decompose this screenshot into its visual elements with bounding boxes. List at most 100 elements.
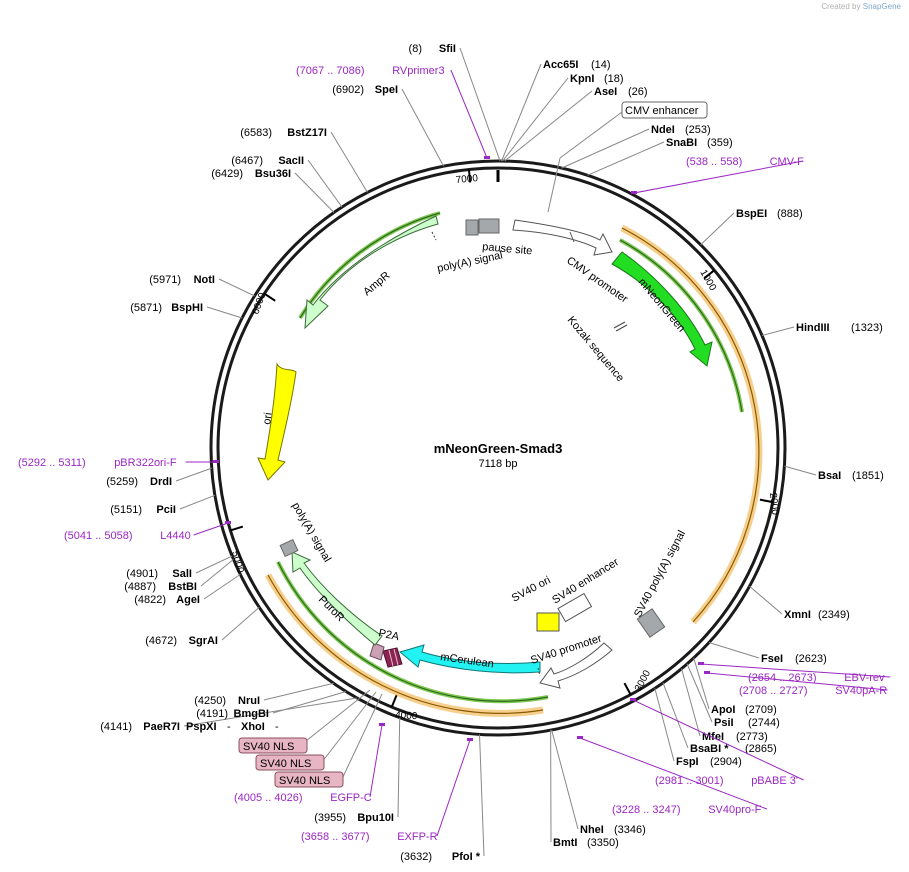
tick-label: 5000 xyxy=(229,550,245,575)
enzyme-position: (5871) xyxy=(130,302,162,314)
orf-arc-ampr-line xyxy=(299,212,441,319)
primer-name: EGFP-C xyxy=(330,792,372,804)
enzyme-name: XhoI xyxy=(241,721,265,733)
pause-site-label: pause site xyxy=(482,241,533,257)
enzyme-leader xyxy=(401,88,445,167)
enzyme-name: HindIII xyxy=(796,322,830,334)
feature-p2a-stripe-1 xyxy=(388,649,394,667)
enzyme-leader xyxy=(504,90,593,162)
enzyme-position: (26) xyxy=(628,86,648,98)
tick-mark xyxy=(759,498,773,504)
tick-mark xyxy=(703,269,715,280)
primer-site-mark xyxy=(213,460,219,463)
enzyme-position: (2623) xyxy=(795,653,827,665)
enzyme-name: NdeI xyxy=(651,124,675,136)
enzyme-leader xyxy=(183,697,358,727)
feature-ori xyxy=(257,362,297,481)
enzyme-position: (4822) xyxy=(134,594,166,606)
feature-sv40-polya xyxy=(636,608,666,638)
restriction-sites: SfiI(8)Acc65I(14)KpnI(18)AseI(26)NdeI(25… xyxy=(100,43,884,863)
credit-prefix: Created by xyxy=(821,2,861,11)
enzyme-leader xyxy=(272,691,347,714)
enzyme-position: (6429) xyxy=(211,168,243,180)
enzyme-position: (4141) xyxy=(100,721,132,733)
enzyme-name: BstZ17I xyxy=(287,127,327,139)
tick-mark xyxy=(467,169,472,183)
tick-mark xyxy=(230,525,244,532)
enzyme-name: Bpu10I xyxy=(357,812,394,824)
enzyme-leader xyxy=(206,306,243,319)
enzyme-name: AgeI xyxy=(176,594,200,606)
feature-p2a-stripe-2 xyxy=(393,648,399,666)
primer-sites: (7067 .. 7086)RVprimer3(538 .. 558)CMV-F… xyxy=(18,65,891,843)
enzyme-leader xyxy=(561,128,650,169)
enzyme-position: (4672) xyxy=(145,635,177,647)
enzyme-name: KpnI xyxy=(570,73,594,85)
enzyme-leader xyxy=(330,131,368,193)
enzyme-position: (14) xyxy=(591,59,611,71)
sv40-polya-label: SV40 poly(A) signal xyxy=(632,528,688,619)
enzyme-name: FspI xyxy=(676,756,699,768)
primer-site-mark xyxy=(704,671,710,674)
primer-range: (2981 .. 3001) xyxy=(655,775,724,787)
primer-leader xyxy=(706,672,888,691)
enzyme-name: PsiI xyxy=(714,717,734,729)
enzyme-leader xyxy=(221,606,260,641)
enzyme-position: (2904) xyxy=(710,756,742,768)
enzyme-leader xyxy=(551,729,579,830)
feature-sv40-ori xyxy=(536,612,560,632)
enzyme-position: (1851) xyxy=(852,470,884,482)
sv40-nls-box-2 xyxy=(255,754,325,771)
enzyme-name: PfoI * xyxy=(452,851,481,863)
enzyme-position: (5259) xyxy=(106,476,138,488)
enzyme-position: (1323) xyxy=(851,322,883,334)
enzyme-leader xyxy=(708,642,760,659)
enzyme-name: AseI xyxy=(594,86,617,98)
enzyme-position: (3346) xyxy=(614,824,646,836)
feature-ampr-dots xyxy=(431,231,437,241)
enzyme-position: (6467) xyxy=(231,155,263,167)
enzyme-name: NotI xyxy=(194,274,215,286)
feature-kozak-line-1 xyxy=(613,321,626,329)
enzyme-position: (4887) xyxy=(124,581,156,593)
primer-name: pBABE 3' xyxy=(751,775,798,787)
primer-range: (538 .. 558) xyxy=(686,156,742,168)
enzyme-leader xyxy=(195,555,233,574)
primer-range: (5041 .. 5058) xyxy=(64,530,133,542)
primer-leader xyxy=(369,724,383,798)
feature-polya-signal xyxy=(279,538,299,558)
orf-arc-green-2-line xyxy=(277,561,549,702)
tick-label: 7000 xyxy=(455,173,479,186)
backbone-inner-ring xyxy=(216,166,780,730)
enzyme-name: BsaI xyxy=(818,470,841,482)
feature-mneongreen xyxy=(611,251,713,367)
enzyme-name: NheI xyxy=(580,824,604,836)
primer-range: (4005 .. 4026) xyxy=(234,792,303,804)
enzyme-name: PspXI xyxy=(186,721,217,733)
sv40-nls-box-1 xyxy=(238,737,308,754)
enzyme-position: (3350) xyxy=(587,837,619,849)
sv40-nls-label-3: SV40 NLS xyxy=(279,775,330,787)
tick-mark xyxy=(623,682,632,696)
primer-leader xyxy=(632,699,804,781)
enzyme-leader xyxy=(662,682,689,749)
enzyme-leader xyxy=(749,585,783,615)
orf-arc-puro xyxy=(264,573,544,717)
primer-leader xyxy=(579,737,768,810)
ori-label: ori xyxy=(261,412,275,426)
enzyme-leader xyxy=(681,668,701,737)
sv40-nls-box-3 xyxy=(274,771,344,788)
enzyme-position: (2865) xyxy=(745,743,777,755)
enzyme-leader xyxy=(693,657,710,710)
nls-leader-2 xyxy=(321,691,377,763)
sv40-ori-label: SV40 ori xyxy=(510,574,553,604)
enzyme-leader xyxy=(502,77,569,162)
enzyme-name: BstBI xyxy=(168,581,197,593)
enzyme-leader xyxy=(218,278,255,297)
enzyme-position: (8) xyxy=(409,43,422,55)
primer-range: (2708 .. 2727) xyxy=(739,685,808,697)
enzyme-name: DrdI xyxy=(150,476,172,488)
primer-leader xyxy=(436,739,471,837)
feature-nls-small xyxy=(369,642,385,661)
